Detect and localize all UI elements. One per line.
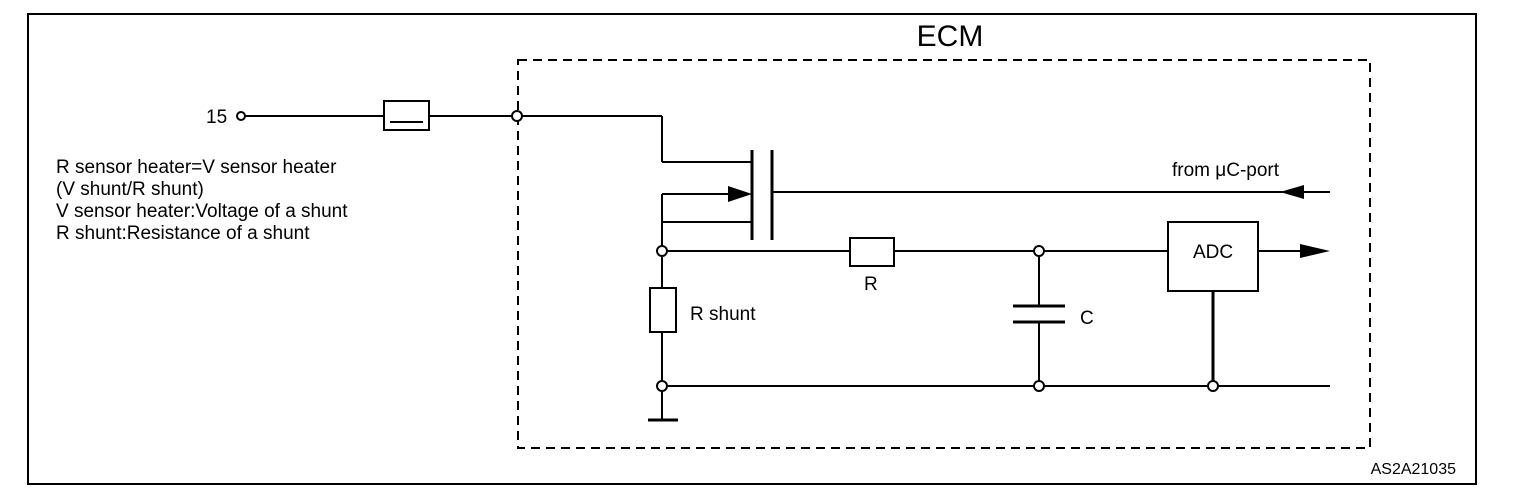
node-cap-bottom <box>1033 380 1045 392</box>
node-shunt-top <box>656 245 668 257</box>
figure-code: AS2A21035 <box>1371 461 1457 478</box>
capacitor-label: C <box>1080 308 1094 329</box>
formula-line-1: R sensor heater=V sensor heater <box>56 157 337 178</box>
ecm-boundary <box>517 59 1371 449</box>
shunt-label: R shunt <box>690 304 756 325</box>
node-cap-top <box>1033 245 1045 257</box>
formula-line-4: R shunt:Resistance of a shunt <box>56 223 310 244</box>
adc-label: ADC <box>1193 242 1233 263</box>
node-ground <box>656 380 668 392</box>
outer-frame <box>27 13 1477 485</box>
terminal-node <box>236 111 246 121</box>
signal-label: from μC-port <box>1172 160 1280 181</box>
formula-line-3: V sensor heater:Voltage of a shunt <box>56 201 348 222</box>
resistor-r <box>849 237 895 267</box>
mosfet-arrow <box>728 186 752 202</box>
adc-output-arrow <box>1300 244 1330 258</box>
resistor-label: R <box>864 274 878 295</box>
terminal-label: 15 <box>206 107 227 128</box>
adc-block <box>1167 221 1259 292</box>
gate-signal-arrow <box>1280 185 1304 199</box>
node-adc-ground <box>1207 380 1219 392</box>
formula-line-2: (V shunt/R shunt) <box>56 179 204 200</box>
shunt-resistor <box>649 287 677 333</box>
ecm-connector-node <box>511 110 523 122</box>
heater-element <box>383 100 430 131</box>
ecm-title: ECM <box>917 20 984 53</box>
